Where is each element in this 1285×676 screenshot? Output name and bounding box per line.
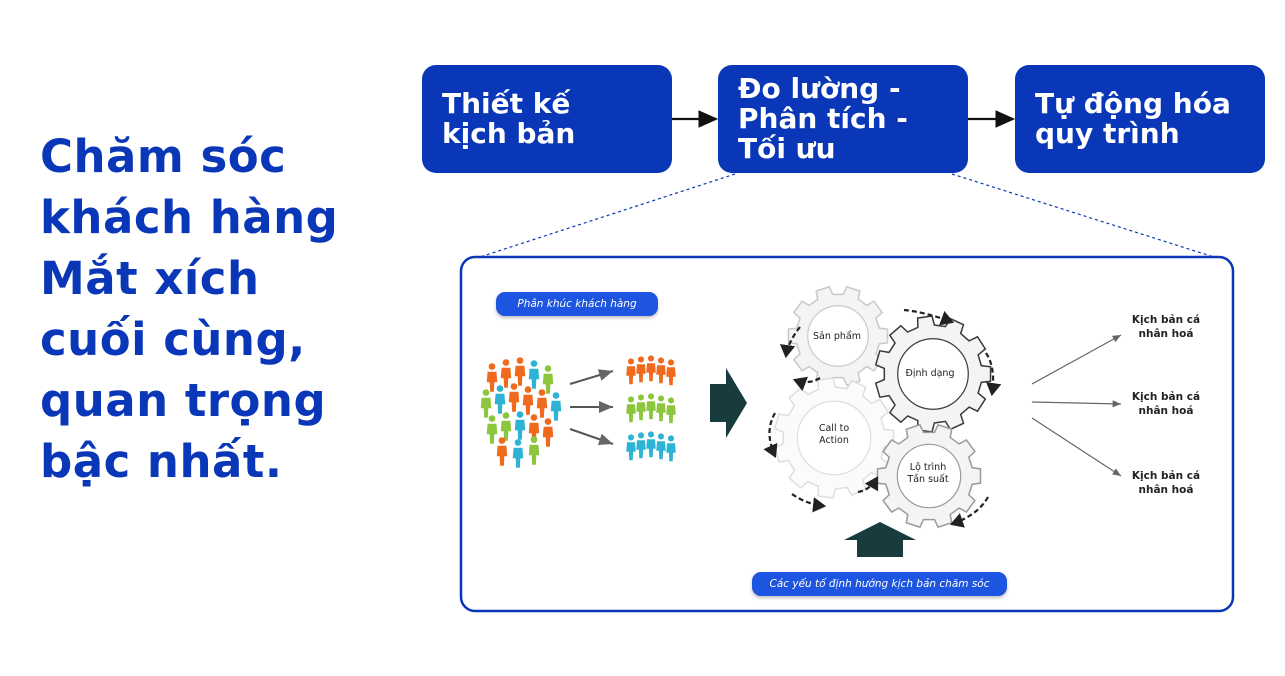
headline-line: cuối cùng,: [40, 313, 306, 366]
result-line: Kịch bản cá: [1131, 314, 1201, 326]
rotation-arrow-icon: [779, 326, 801, 359]
gear-label-line: Tần suất: [907, 474, 949, 485]
result-line: Kịch bản cá: [1131, 470, 1201, 482]
gear-label-line: Action: [819, 435, 849, 446]
step-label-line: quy trình: [1035, 117, 1180, 150]
process-arrow-icon: [710, 368, 747, 438]
step-measure-analyze-optimize: Đo lường - Phân tích - Tối ưu: [718, 65, 968, 173]
rotation-arrow-icon: [791, 493, 827, 513]
gear-label-line: Call to: [818, 423, 850, 434]
step-label-line: Tự động hóa: [1035, 87, 1231, 120]
gear-label-line: Định dạng: [905, 368, 955, 379]
step-label-line: Phân tích -: [738, 102, 908, 135]
headline-line: quan trọng: [40, 374, 327, 427]
output-arrow: [1031, 417, 1122, 477]
headline-line: Chăm sóc: [40, 130, 287, 183]
result-personalized-scenario: Kịch bản cá nhân hoá: [1121, 390, 1211, 418]
rotation-arrow-icon: [857, 476, 879, 494]
gear-label-format: Định dạng: [906, 368, 955, 380]
headline: Chăm sóc khách hàng Mắt xích cuối cùng, …: [40, 126, 410, 492]
factor-up-arrow-icon: [844, 522, 916, 557]
gear-label-route: Lộ trình Tần suất: [907, 462, 948, 486]
step-automate-process: Tự động hóa quy trình: [1015, 65, 1265, 173]
rotation-arrow-icon: [949, 496, 989, 528]
gear-route-icon: [876, 423, 982, 529]
gear-label-cta: Call to Action: [819, 423, 849, 447]
zoom-line: [951, 173, 1215, 258]
segment-label: Phân khúc khách hàng: [496, 292, 658, 316]
result-personalized-scenario: Kịch bản cá nhân hoá: [1121, 469, 1211, 497]
segment-arrow: [569, 369, 614, 385]
gear-product-icon: [787, 285, 889, 387]
step-label-line: Thiết kế: [442, 87, 571, 120]
step-label-line: kịch bản: [442, 117, 576, 150]
result-line: nhân hoá: [1138, 405, 1194, 417]
rotation-arrow-icon: [985, 352, 1002, 397]
segment-arrow: [569, 428, 614, 446]
factor-label: Các yếu tố định hướng kịch bản chăm sóc: [752, 572, 1007, 596]
headline-line: khách hàng: [40, 191, 339, 244]
rotation-arrow-icon: [903, 308, 955, 326]
step-label-line: Đo lường -: [738, 72, 901, 105]
result-personalized-scenario: Kịch bản cá nhân hoá: [1121, 313, 1211, 341]
result-line: nhân hoá: [1138, 484, 1194, 496]
step-design-scenario: Thiết kế kịch bản: [422, 65, 672, 173]
gear-label-line: Sản phẩm: [812, 331, 862, 342]
step-label-line: Tối ưu: [738, 132, 836, 165]
headline-line: Mắt xích: [40, 252, 260, 305]
headline-line: bậc nhất.: [40, 435, 283, 488]
gear-label-line: Lộ trình: [909, 462, 947, 473]
rotation-arrow-icon: [763, 412, 778, 459]
output-arrow: [1031, 334, 1122, 385]
output-arrow: [1031, 400, 1122, 408]
gear-cta-icon: [773, 377, 895, 499]
customer-group-icon: [480, 355, 676, 468]
gear-format-icon: [874, 315, 992, 433]
rotation-arrow-icon: [792, 376, 821, 392]
gear-label-product: Sản phẩm: [813, 331, 861, 343]
zoom-line: [479, 173, 736, 258]
result-line: Kịch bản cá: [1131, 391, 1201, 403]
result-line: nhân hoá: [1138, 328, 1194, 340]
